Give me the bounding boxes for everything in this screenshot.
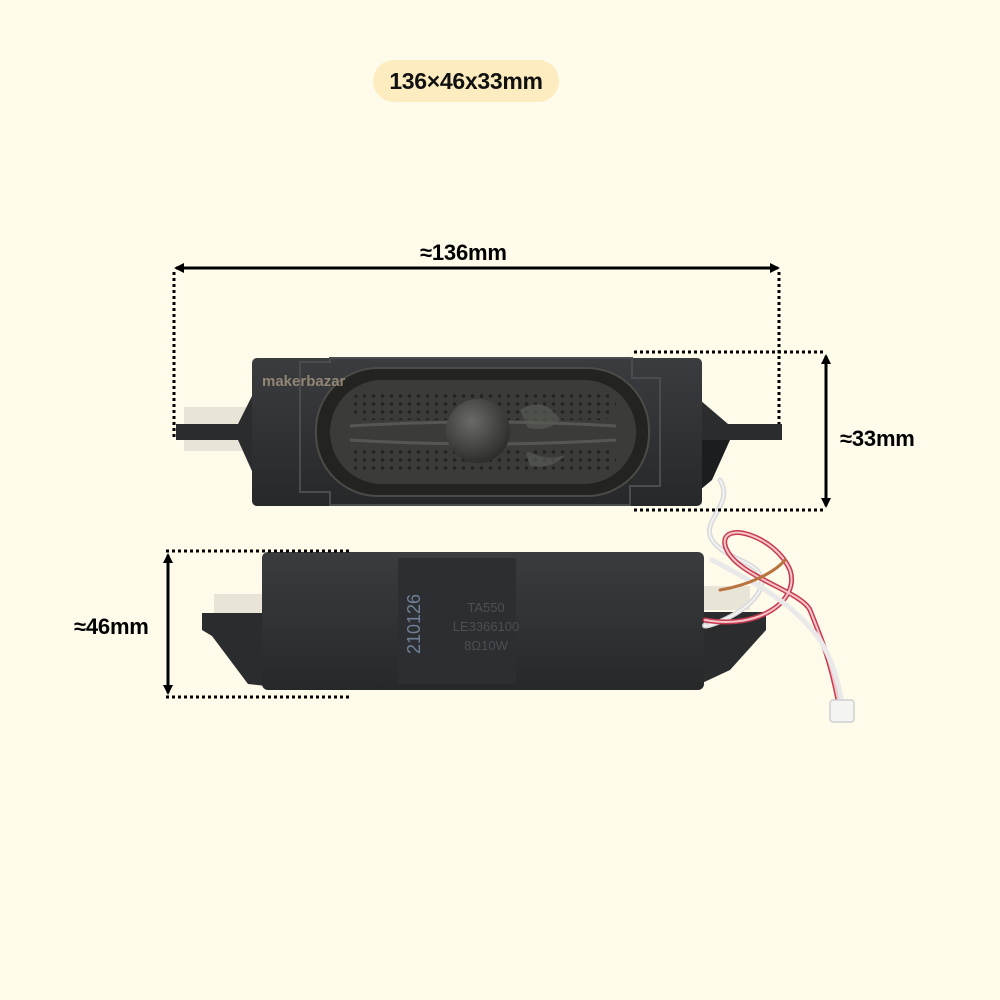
speaker-back-view: 210126 TA550 LE3366100 8Ω10W	[202, 552, 766, 690]
mounting-flange-left	[176, 388, 256, 480]
height-label: ≈33mm	[840, 426, 915, 451]
speaker-wires	[702, 477, 855, 723]
label-line-3: 8Ω10W	[464, 638, 508, 653]
dimension-badge: 136×46x33mm	[373, 60, 559, 102]
length-label: ≈136mm	[420, 240, 507, 265]
label-line-1: TA550	[467, 600, 504, 615]
speaker-dust-cap	[446, 399, 510, 463]
date-code: 210126	[404, 594, 424, 654]
watermark-logo: makerbazar	[262, 373, 346, 390]
mounting-flange-right	[700, 400, 782, 475]
speaker-front-view: makerbazar	[176, 357, 782, 506]
label-line-2: LE3366100	[453, 619, 520, 634]
back-flange-left	[202, 613, 266, 686]
width-label: ≈46mm	[74, 614, 149, 639]
dimension-annotations	[163, 263, 831, 699]
wire-connector	[829, 699, 855, 723]
back-flange-right	[700, 612, 766, 684]
